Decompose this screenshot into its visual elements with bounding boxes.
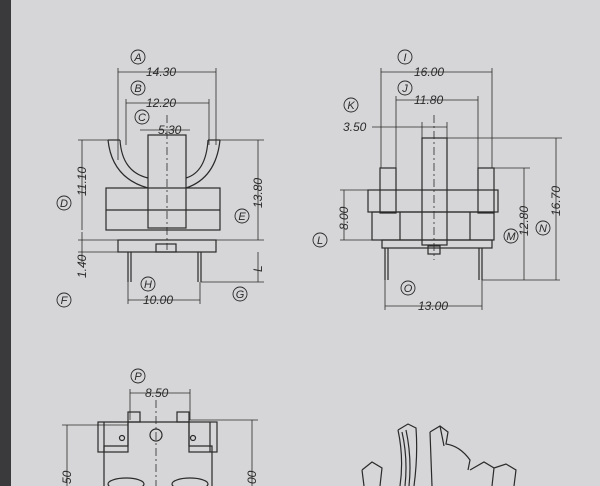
dim-label-m: M (506, 231, 516, 243)
dim-k-value: 3.50 (343, 120, 367, 134)
dim-label-j: J (401, 83, 408, 95)
dim-label-n: N (539, 223, 547, 235)
isometric-view (361, 423, 517, 486)
dim-i-value: 16.00 (414, 65, 444, 79)
dim-bottom-left-value: 50 (60, 470, 74, 484)
dim-c-value: 5.30 (158, 123, 182, 137)
dim-f-value: 1.40 (75, 254, 89, 278)
dim-d-value: 11.10 (75, 167, 89, 196)
dim-bottom-right-value: 00 (245, 470, 259, 484)
dim-h-value: 10.00 (143, 293, 173, 307)
side-view: A 14.30 B 12.20 C 5.30 11.10 D 1.40 F (56, 49, 265, 308)
dim-label-k: K (347, 100, 355, 112)
dim-b-value: 12.20 (146, 96, 176, 110)
dim-label-f: F (61, 295, 69, 307)
dim-label-e: E (238, 211, 246, 223)
dim-label-g: G (236, 289, 245, 301)
dim-e-value: 13.80 (251, 178, 265, 208)
dim-n-value: 16.70 (549, 186, 563, 216)
dim-label-i: I (403, 52, 406, 64)
page-edge (0, 0, 11, 486)
dim-label-l: L (317, 235, 323, 247)
bottom-view: P 8.50 50 00 (60, 368, 259, 486)
dim-o-value: 13.00 (418, 299, 448, 313)
dim-g-value: L (251, 265, 265, 272)
dim-l-value: 8.00 (337, 206, 351, 230)
dim-a-value: 14.30 (146, 65, 176, 79)
dim-label-d: D (60, 198, 68, 210)
dim-m-value: 12.80 (517, 206, 531, 236)
dim-label-a: A (133, 52, 141, 64)
dim-p-value: 8.50 (145, 386, 169, 400)
dim-label-h: H (144, 279, 152, 291)
dim-label-o: O (404, 283, 413, 295)
front-view: I 16.00 J 11.80 K 3.50 8.00 L 12.80 (312, 49, 563, 313)
dim-label-p: P (134, 371, 142, 383)
dim-label-b: B (134, 83, 141, 95)
dim-j-value: 11.80 (414, 93, 443, 107)
dim-label-c: C (138, 112, 146, 124)
